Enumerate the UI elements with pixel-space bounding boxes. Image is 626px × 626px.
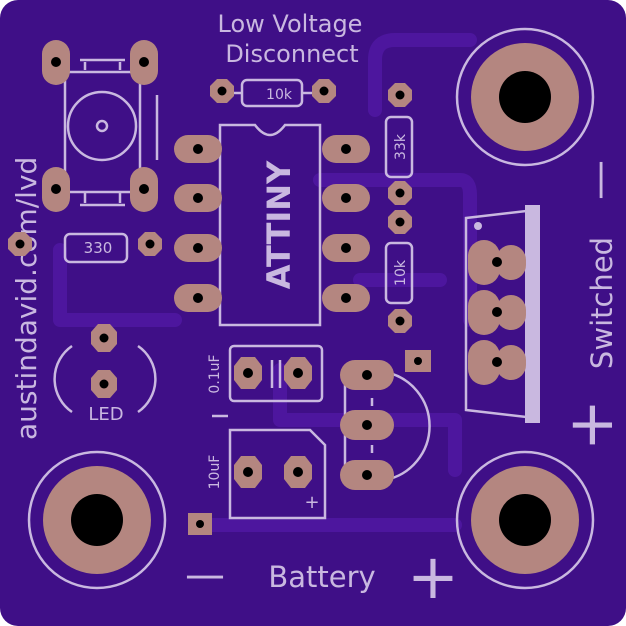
resistor-r3: 10k (384, 210, 414, 333)
resistor-r1: 10k (210, 78, 336, 108)
mosfet (464, 205, 540, 423)
battery-label: Battery (268, 560, 375, 594)
board-title-line1: Low Voltage (218, 10, 363, 38)
c2-label: 10uF (207, 455, 223, 490)
url-text: austindavid.com/lvd (10, 157, 43, 440)
ic-label: ATTINY (260, 160, 298, 289)
capacitor-c2: 10uF + (207, 428, 327, 520)
led-label: LED (88, 404, 123, 425)
battery-plus-sign: + (407, 540, 459, 613)
voltage-regulator (340, 360, 431, 490)
r1-label: 10k (266, 87, 293, 103)
resistor-r4: 330 (8, 232, 162, 264)
c2-polarity: + (304, 492, 319, 513)
terminal-battery-minus (27, 450, 167, 590)
ic-attiny: ATTINY (174, 123, 370, 327)
vias (188, 350, 431, 535)
r2-label: 33k (393, 133, 409, 160)
resistor-r2: 33k (384, 83, 414, 205)
battery-minus-sign: — (185, 552, 225, 598)
switched-minus-sign: — (576, 160, 622, 200)
led: LED (53, 324, 157, 425)
board-title-line2: Disconnect (225, 40, 358, 68)
terminal-battery-plus (455, 450, 595, 590)
pushbutton (42, 40, 159, 212)
c1-label: 0.1uF (207, 354, 223, 393)
terminal-switched-minus (455, 27, 595, 167)
r3-label: 10k (393, 259, 409, 286)
r4-label: 330 (84, 239, 113, 257)
capacitor-c1: 0.1uF (207, 344, 324, 418)
switched-label: Switched (585, 237, 619, 369)
switched-plus-sign: + (554, 399, 626, 451)
